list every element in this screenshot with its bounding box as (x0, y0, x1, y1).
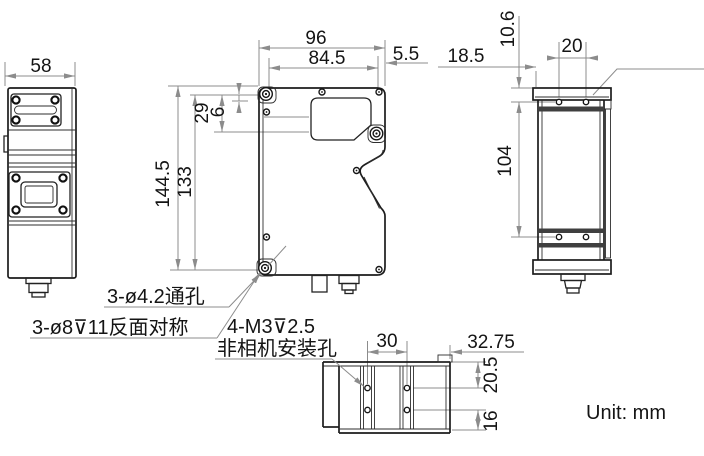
left-side-view: 58 (3, 56, 77, 298)
dim-label-96: 96 (305, 28, 326, 49)
notch-inner-edge (366, 149, 384, 164)
laser-slot (14, 105, 57, 115)
m3-hole (364, 406, 371, 414)
dim-label-18-5: 18.5 (448, 46, 485, 67)
annotation-through-hole: 3-ø4.2通孔 (107, 285, 205, 308)
right-view-body (537, 98, 611, 260)
screw (11, 205, 21, 215)
mount-hole (582, 98, 590, 106)
right-view-top-cap (532, 87, 612, 101)
mount-hole (555, 233, 563, 241)
screw (11, 115, 21, 125)
left-view-connector (25, 277, 52, 298)
body-grooves (8, 129, 76, 226)
dim-right: 18.5 10.6 104 20 (438, 11, 704, 238)
dim-label-20: 20 (561, 36, 582, 57)
unit-note: Unit: mm (586, 402, 666, 424)
bottom-view-body (322, 354, 453, 434)
right-view-connector (560, 273, 586, 294)
dim-label-30: 30 (376, 331, 397, 352)
camera-plate (8, 171, 71, 218)
mount-hole (555, 98, 563, 106)
annotation-counterbore: 3-ø8⊽11反面对称 (32, 316, 189, 339)
dim-label-104: 104 (495, 145, 516, 177)
dim-front-left: 144.5 133 29 6 (153, 83, 309, 271)
m3-hole (403, 406, 411, 414)
screw (50, 95, 60, 105)
screw (58, 205, 68, 215)
m3-hole (403, 384, 411, 392)
dim-label-20-5: 20.5 (481, 357, 502, 394)
edge-tab (437, 354, 453, 363)
front-view: 96 84.5 5.5 144.5 133 29 6 (153, 28, 428, 295)
screw (50, 115, 60, 125)
dim-label-10-6: 10.6 (498, 11, 519, 48)
mount-screw-bottom-left (256, 258, 277, 277)
right-side-view: 18.5 10.6 104 20 (438, 11, 704, 294)
corner-leader-line (592, 68, 704, 96)
screw (58, 173, 68, 183)
dim-label-32-75: 32.75 (467, 332, 515, 353)
annotation-mount-spec: 4-M3⊽2.5 (227, 316, 315, 338)
laser-window (310, 97, 372, 141)
annotation-mount-note: 非相机安装孔 (217, 337, 337, 360)
right-view-bottom-cap (532, 259, 612, 275)
front-view-connectors (311, 274, 360, 295)
bottom-view: 30 32.75 20.5 16 (322, 331, 524, 434)
dim-label-29: 29 (192, 102, 213, 123)
panel-screws (262, 88, 383, 274)
mount-hole (582, 233, 590, 241)
mount-screw-right (367, 124, 386, 143)
dim-label-5-5: 5.5 (393, 44, 419, 65)
left-edge-step (3, 135, 8, 153)
dim-left-width: 58 (4, 56, 76, 86)
mounting-rails (360, 366, 414, 429)
laser-plate (10, 93, 62, 127)
dim-label-133: 133 (175, 166, 196, 198)
dim-label-58: 58 (30, 56, 51, 77)
dim-label-16: 16 (481, 410, 502, 431)
camera-window (20, 181, 58, 208)
dim-front-top: 96 84.5 5.5 (258, 28, 428, 93)
dim-label-144-5: 144.5 (153, 160, 174, 208)
m3-hole (364, 384, 371, 392)
dim-label-84-5: 84.5 (309, 48, 346, 69)
screw (11, 95, 21, 105)
hole-annotations: 3-ø4.2通孔 3-ø8⊽11反面对称 4-M3⊽2.5 非相机安装孔 (30, 245, 365, 387)
side-strip (605, 108, 611, 259)
screw (11, 173, 21, 183)
mount-screw-top-left (257, 86, 277, 104)
dim-label-6: 6 (208, 107, 229, 118)
